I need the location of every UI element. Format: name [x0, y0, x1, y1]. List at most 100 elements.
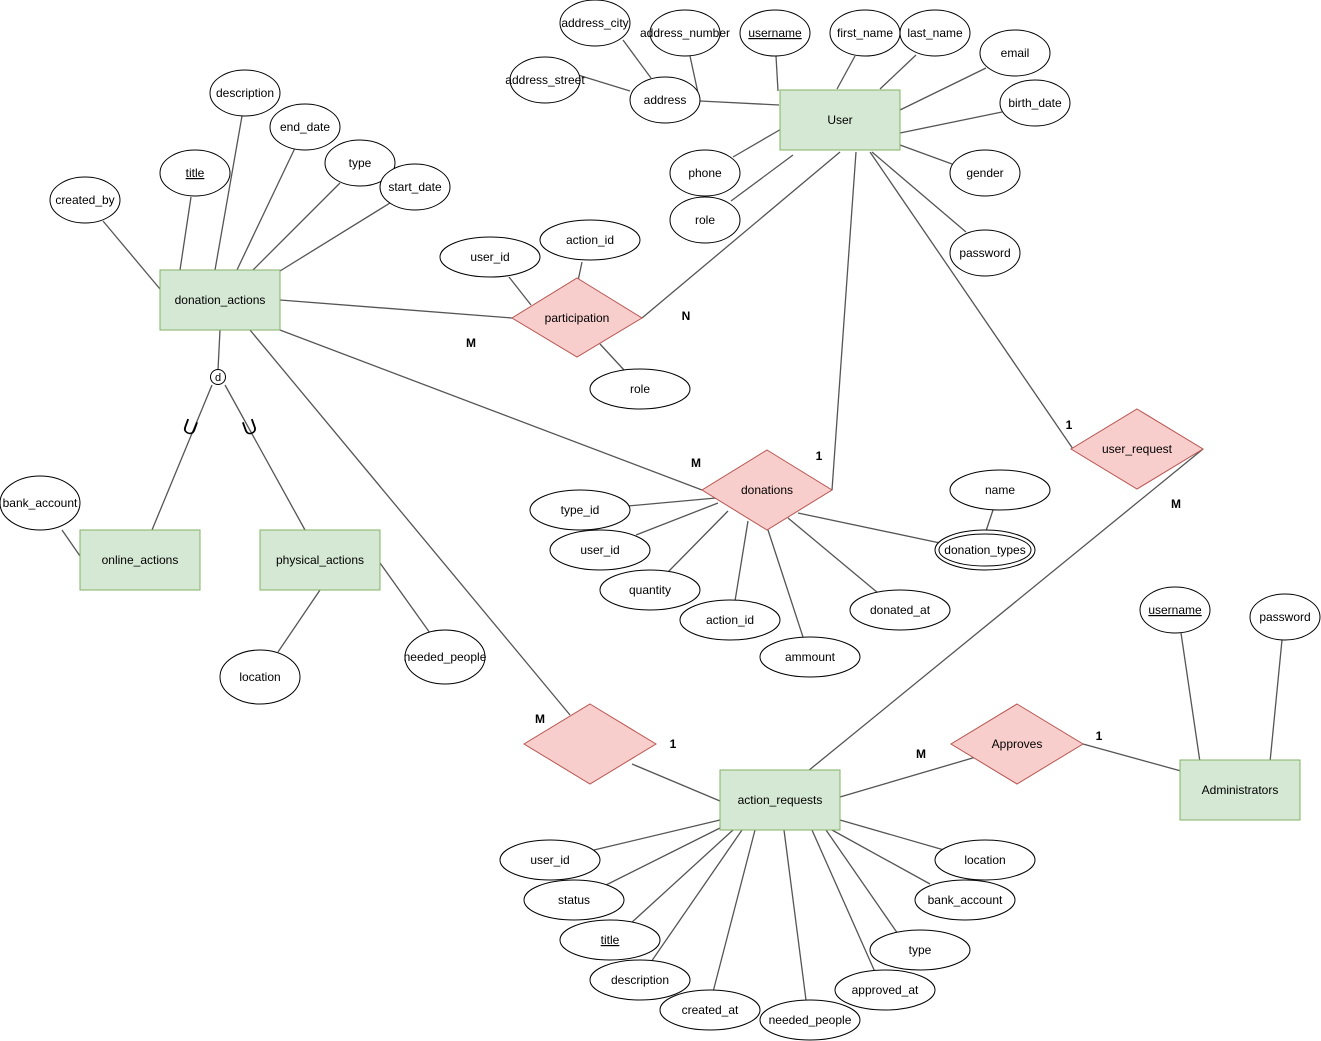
attr-ar-created-at-label: created_at — [682, 1003, 739, 1017]
relationship-user-request-label: user_request — [1102, 442, 1173, 456]
attr-email[interactable]: email — [979, 29, 1051, 77]
attr-address-street[interactable]: address_street — [505, 56, 585, 104]
attr-ar-description[interactable]: description — [589, 959, 691, 1001]
disjoint-circle — [210, 369, 226, 385]
line-user-role — [730, 154, 794, 202]
attr-user-username[interactable]: username — [739, 9, 811, 57]
attr-address[interactable]: address — [629, 76, 701, 124]
line-ar-approves — [839, 756, 977, 798]
attr-donation-types-name-label: name — [985, 483, 1015, 497]
attr-gender[interactable]: gender — [949, 149, 1021, 197]
line-types-name — [985, 509, 994, 532]
line-donations-donated-at — [787, 517, 879, 594]
line-user-birth-date — [899, 111, 1003, 134]
entity-action-requests[interactable]: action_requests — [719, 769, 841, 831]
line-donations-user-id — [635, 502, 719, 536]
line-da-unnamed-rel — [249, 329, 571, 716]
attr-address-number[interactable]: address_number — [640, 9, 730, 57]
attr-da-title[interactable]: title — [159, 149, 231, 197]
attr-physical-needed-people[interactable]: needed_people — [404, 629, 487, 685]
line-user-phone — [732, 127, 784, 158]
attr-user-password[interactable]: password — [949, 229, 1021, 277]
attr-online-bank-account[interactable]: bank_account — [0, 475, 81, 531]
attr-ar-location[interactable]: location — [934, 839, 1036, 881]
attr-physical-needed-people-label: needed_people — [404, 650, 487, 664]
attr-address-number-label: address_number — [640, 26, 730, 40]
entity-user[interactable]: User — [779, 89, 901, 151]
line-participation-user-id — [508, 276, 532, 306]
card-user-request-requests: M — [1171, 497, 1181, 511]
attr-birth-date[interactable]: birth_date — [999, 79, 1071, 127]
line-ar-description — [650, 829, 743, 963]
attr-da-type-label: type — [349, 156, 372, 170]
relationship-unnamed[interactable] — [523, 703, 657, 785]
attr-ar-title[interactable]: title — [559, 919, 661, 961]
attr-gender-label: gender — [966, 166, 1003, 180]
attr-ar-status[interactable]: status — [523, 879, 625, 921]
line-da-start-date — [279, 202, 391, 272]
attr-donation-types[interactable]: donation_types — [934, 529, 1036, 571]
line-address-number — [689, 55, 699, 94]
attr-user-username-label: username — [748, 26, 802, 40]
line-donations-quantity — [667, 510, 729, 573]
attr-donations-type-id[interactable]: type_id — [529, 489, 631, 531]
attr-ar-bank-account[interactable]: bank_account — [914, 879, 1016, 921]
relationship-user-request[interactable]: user_request — [1070, 408, 1204, 490]
attr-da-start-date[interactable]: start_date — [379, 163, 451, 211]
entity-online-actions[interactable]: online_actions — [79, 529, 201, 591]
attr-da-end-date[interactable]: end_date — [269, 103, 341, 151]
attr-da-created-by[interactable]: created_by — [49, 176, 121, 224]
line-donations-type-id — [627, 497, 717, 507]
relationship-participation[interactable]: participation — [511, 277, 643, 358]
relationship-donations[interactable]: donations — [701, 449, 833, 531]
attr-da-title-label: title — [186, 166, 205, 180]
line-ar-title — [629, 829, 734, 925]
line-ar-bank-account — [831, 829, 931, 885]
attr-address-street-label: address_street — [505, 73, 585, 87]
attr-phone[interactable]: phone — [669, 149, 741, 197]
attr-address-city[interactable]: address_city — [559, 0, 631, 47]
line-ar-type — [825, 829, 899, 935]
attr-ar-approved-at[interactable]: approved_at — [834, 969, 936, 1011]
attr-admin-password[interactable]: password — [1249, 593, 1321, 641]
attr-donations-donated-at[interactable]: donated_at — [849, 589, 951, 631]
attr-ar-created-at[interactable]: created_at — [659, 989, 761, 1031]
disjoint-specialization: d U U — [179, 369, 261, 441]
attr-ar-location-label: location — [964, 853, 1005, 867]
relationship-participation-label: participation — [545, 311, 610, 325]
attr-ar-user-id[interactable]: user_id — [499, 839, 601, 881]
attr-first-name[interactable]: first_name — [829, 9, 901, 57]
attr-participation-user-id[interactable]: user_id — [439, 236, 541, 278]
attr-donations-quantity-label: quantity — [629, 583, 671, 597]
attr-ar-type[interactable]: type — [869, 929, 971, 971]
attr-ar-needed-people[interactable]: needed_people — [759, 999, 861, 1041]
attr-participation-action-id[interactable]: action_id — [539, 219, 641, 261]
entity-physical-actions[interactable]: physical_actions — [259, 529, 381, 591]
relationship-approves[interactable]: Approves — [950, 703, 1084, 785]
line-donations-ammount — [767, 529, 804, 638]
attr-admin-username[interactable]: username — [1139, 586, 1211, 634]
line-da-disjoint — [217, 329, 221, 371]
attr-last-name[interactable]: last_name — [899, 9, 971, 57]
attr-donations-user-id[interactable]: user_id — [549, 529, 651, 571]
attr-donations-ammount[interactable]: ammount — [759, 636, 861, 678]
attr-donations-quantity[interactable]: quantity — [599, 569, 701, 611]
line-da-created-by — [102, 220, 161, 290]
line-user-last-name — [879, 54, 917, 90]
attr-donation-types-label: donation_types — [944, 543, 1025, 557]
attr-donations-action-id[interactable]: action_id — [679, 599, 781, 641]
relationship-donations-label: donations — [741, 483, 793, 497]
attr-physical-location[interactable]: location — [219, 649, 301, 705]
attr-da-type[interactable]: type — [324, 139, 396, 187]
line-approves-admins — [1082, 743, 1182, 772]
attr-user-role[interactable]: role — [669, 196, 741, 244]
attr-participation-role-label: role — [630, 382, 650, 396]
line-user-participation — [641, 151, 841, 319]
line-user-address — [699, 100, 780, 106]
attr-donation-types-name[interactable]: name — [949, 469, 1051, 511]
entity-donation-actions[interactable]: donation_actions — [159, 269, 281, 331]
attr-da-description[interactable]: description — [209, 69, 281, 117]
entity-administrators[interactable]: Administrators — [1179, 759, 1301, 821]
attr-participation-role[interactable]: role — [589, 368, 691, 410]
line-user-user-request — [869, 151, 1074, 450]
